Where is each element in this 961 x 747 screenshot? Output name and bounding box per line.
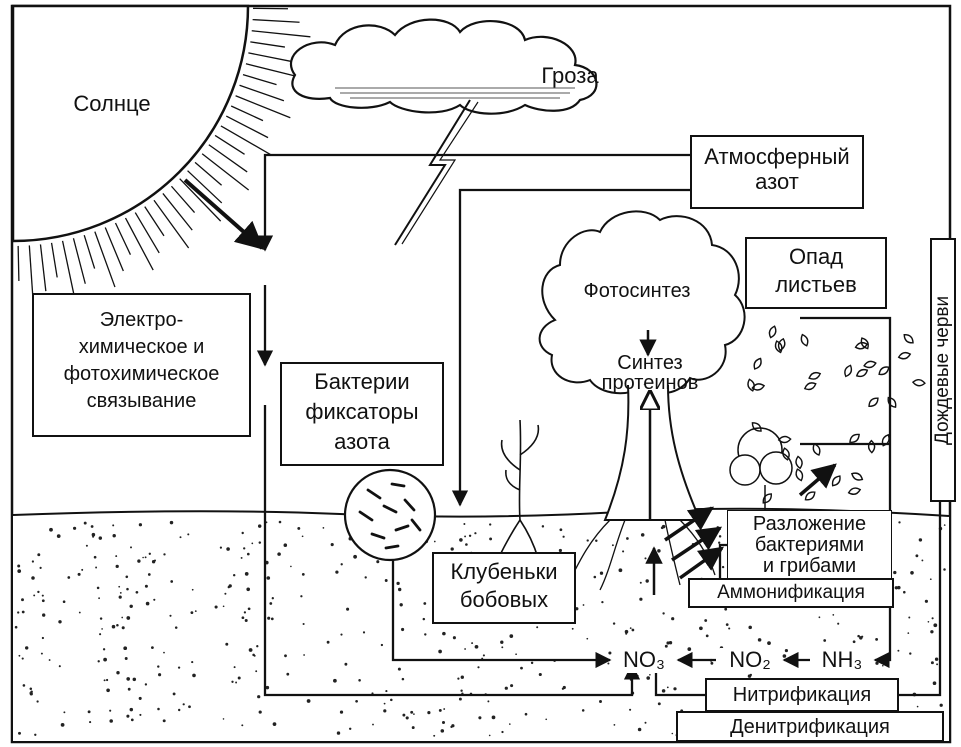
nitrification-label: Нитрификация — [707, 684, 897, 706]
denitrification-label: Денитрификация — [678, 716, 942, 738]
denitrification-box: Денитрификация — [676, 711, 944, 742]
nitrification-box: Нитрификация — [705, 678, 899, 712]
